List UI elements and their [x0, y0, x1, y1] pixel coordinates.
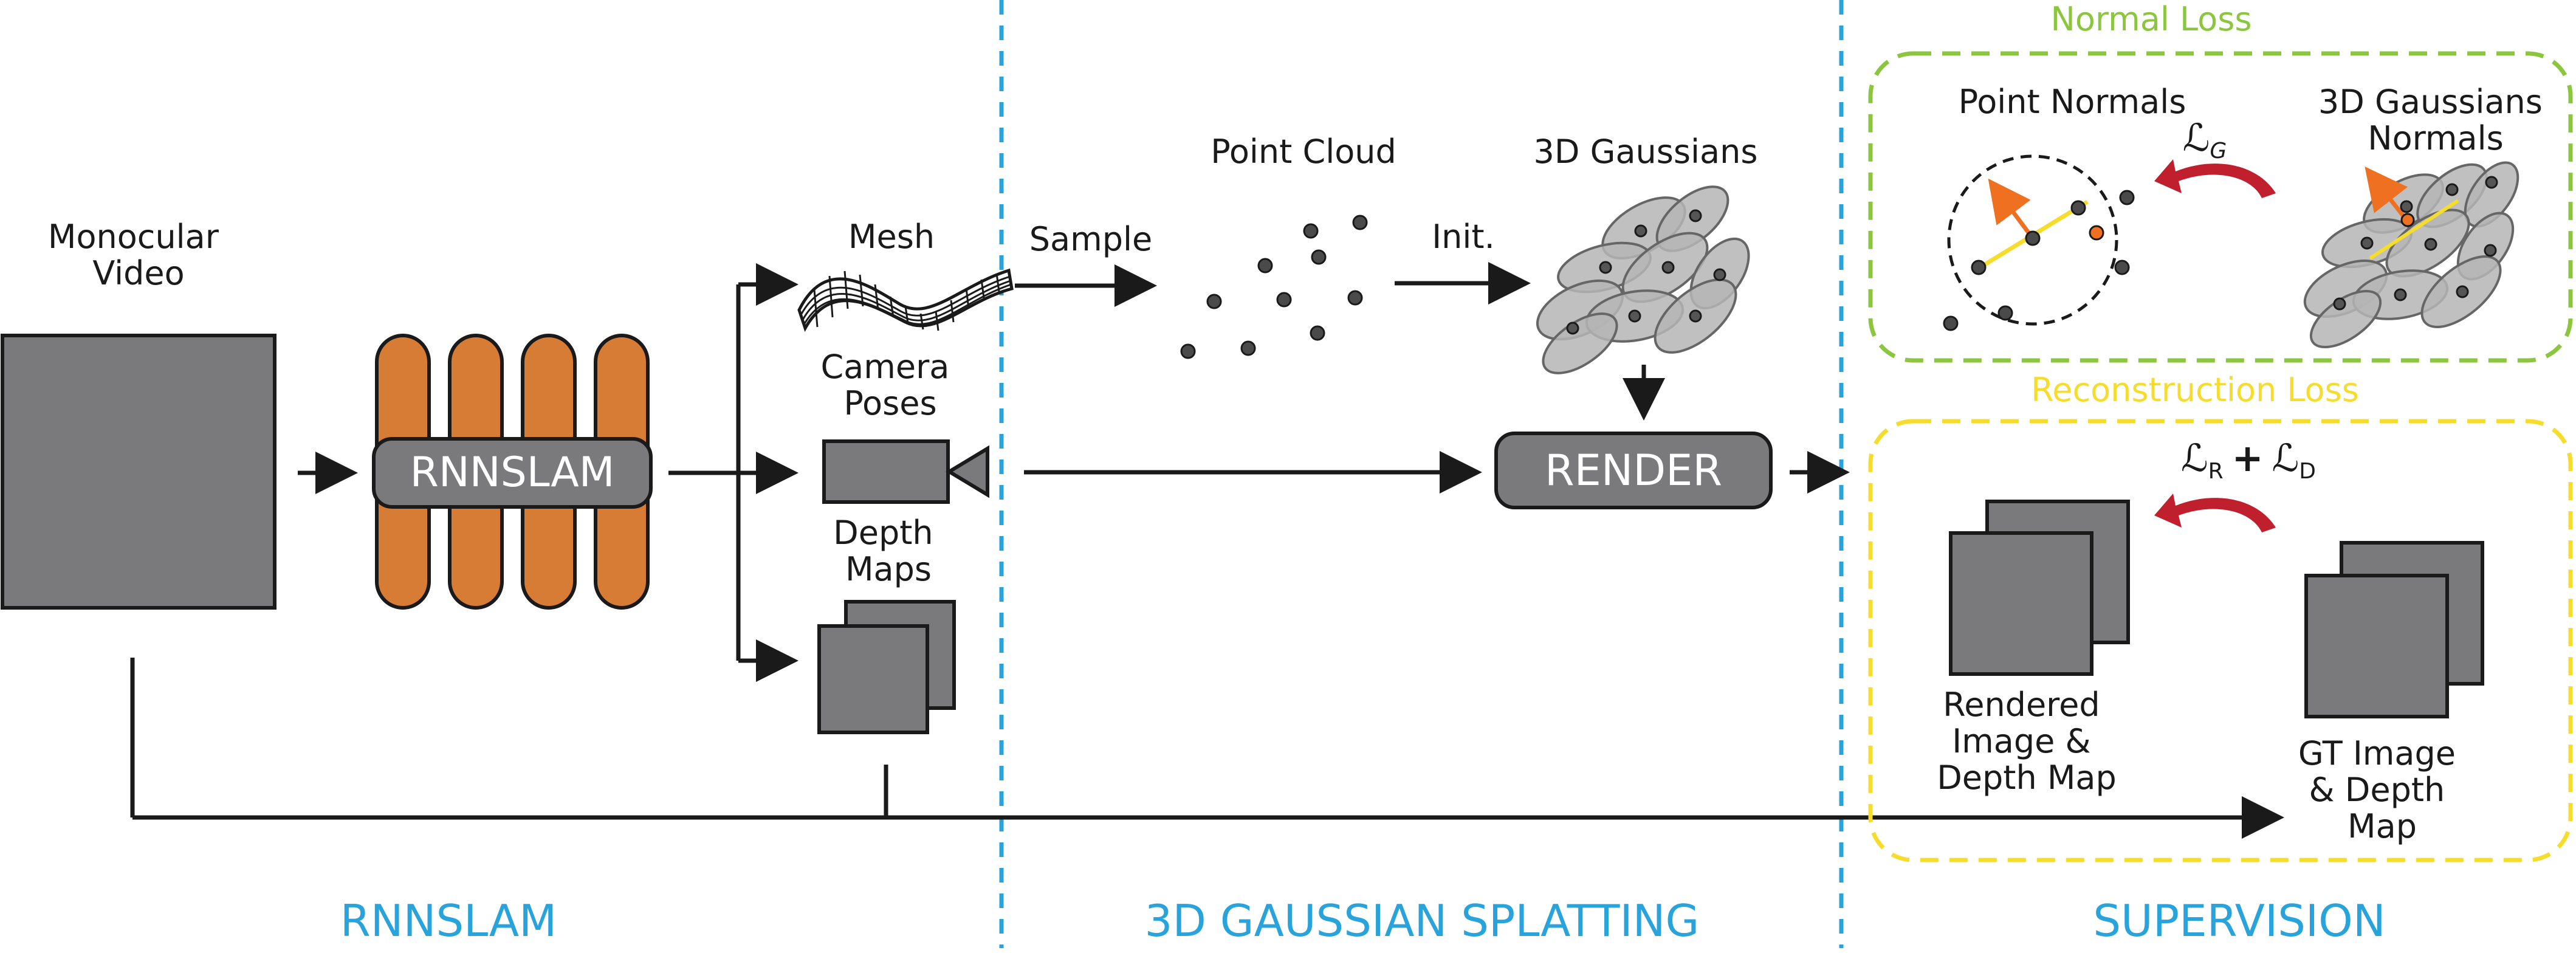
rnnslam-block-label: RNNSLAM — [410, 449, 615, 497]
section-supervision: SUPERVISION — [2093, 895, 2385, 946]
camera-icon — [822, 439, 989, 504]
gt-image-label: GT Image & Depth Map — [2298, 734, 2466, 845]
section-rnnslam: RNNSLAM — [340, 895, 557, 946]
point-cloud — [1180, 215, 1368, 359]
loss-rd-label: ℒR+ℒD — [2181, 436, 2316, 484]
gaussians-normals-label: 3D Gaussians Normals — [2318, 83, 2553, 157]
gaussian-normal-point — [2400, 213, 2415, 227]
gaussian-normal-arrow — [2365, 166, 2408, 222]
rendered-image-stack — [1949, 500, 2130, 676]
rnnslam-block — [372, 437, 653, 509]
init-label: Init. — [1432, 218, 1495, 256]
monocular-video-label: Monocular Video — [48, 218, 229, 292]
gaussians-label: 3D Gaussians — [1534, 132, 1758, 171]
gaussians-normals-centers — [2333, 176, 2498, 311]
gt-image-stack — [2304, 541, 2484, 718]
rendered-image-label: Rendered Image & Depth Map — [1937, 686, 2117, 797]
section-gaussian-splatting: 3D GAUSSIAN SPLATTING — [1145, 895, 1700, 946]
loss-g-arrow — [2154, 159, 2276, 198]
gaussian-normal-line — [2369, 199, 2459, 260]
monocular-video-frame — [1, 334, 276, 610]
loss-rd-arrow — [2154, 494, 2276, 532]
reconstruction-loss-title: Reconstruction Loss — [2031, 371, 2359, 409]
gaussians-cluster — [1536, 185, 1750, 374]
point-normals-label: Point Normals — [1959, 83, 2186, 121]
camera-poses-label: Camera Poses — [820, 348, 960, 422]
point-cloud-label: Point Cloud — [1211, 132, 1396, 171]
normal-loss-title: Normal Loss — [2051, 0, 2252, 38]
mesh-label: Mesh — [848, 218, 935, 256]
loss-g-label: ℒG — [2183, 115, 2227, 163]
mesh-icon — [797, 268, 1014, 332]
depth-maps-stack — [817, 600, 956, 734]
render-block — [1494, 432, 1773, 509]
normal-loss-box — [1868, 51, 2573, 363]
branch-connector — [668, 284, 741, 661]
point-normals-diagram — [1943, 154, 2135, 331]
feedback-line — [130, 658, 2261, 820]
gaussian-centers — [1566, 209, 1726, 335]
sample-label: Sample — [1029, 220, 1152, 258]
reconstruction-loss-box — [1868, 419, 2573, 862]
depth-maps-label: Depth Maps — [833, 514, 944, 588]
render-label: RENDER — [1545, 446, 1722, 495]
